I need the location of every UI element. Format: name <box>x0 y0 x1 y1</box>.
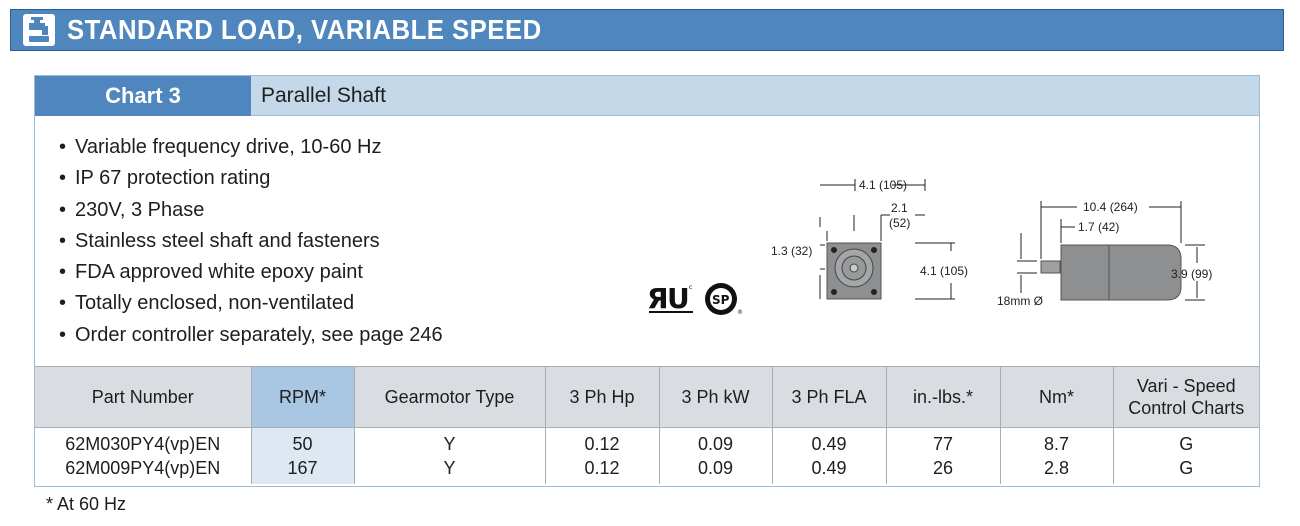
col-hp: 3 Ph Hp <box>545 366 660 428</box>
svg-text:SP: SP <box>712 293 730 307</box>
table-row: 62M030PY4(vp)EN 50 Y 0.12 0.09 0.49 77 8… <box>35 427 1259 456</box>
cell-type: Y <box>354 456 546 484</box>
list-item: •230V, 3 Phase <box>59 198 205 221</box>
dim-width-label: 4.1 (105) <box>859 178 907 192</box>
section-title: STANDARD LOAD, VARIABLE SPEED <box>67 14 542 45</box>
col-part-number: Part Number <box>35 366 252 428</box>
col-kw: 3 Ph kW <box>659 366 773 428</box>
feature-list: •Variable frequency drive, 10-60 Hz •IP … <box>59 132 443 351</box>
dim-half-mm-label: (52) <box>889 216 910 230</box>
dim-height-label: 4.1 (105) <box>920 264 968 278</box>
cell-rpm: 50 <box>251 427 355 456</box>
cell-part: 62M009PY4(vp)EN <box>35 456 252 484</box>
chart-subtitle: Parallel Shaft <box>251 76 1259 116</box>
cell-fla: 0.49 <box>772 456 887 484</box>
svg-text:U: U <box>667 282 690 315</box>
csa-icon: SP ® <box>705 283 743 316</box>
dim-offset-label: 1.3 (32) <box>771 244 812 258</box>
spec-table: Part Number RPM* Gearmotor Type 3 Ph Hp … <box>35 366 1259 484</box>
cell-nm: 2.8 <box>1000 456 1114 484</box>
cell-chart: G <box>1179 434 1194 454</box>
cell-hp: 0.12 <box>545 427 660 456</box>
dimension-drawing: 4.1 (105) 2.1 (52) 1.3 (32) 4.1 (105) <box>771 178 1212 308</box>
section-banner: STANDARD LOAD, VARIABLE SPEED <box>10 9 1284 51</box>
list-item: •Stainless steel shaft and fasteners <box>59 229 380 252</box>
svg-text:®: ® <box>737 309 743 316</box>
faucet-icon <box>23 14 55 46</box>
col-inlbs: in.-lbs.* <box>886 366 1001 428</box>
svg-text:c: c <box>689 284 692 291</box>
cell-hp: 0.12 <box>545 456 660 484</box>
list-item: •Variable frequency drive, 10-60 Hz <box>59 136 382 158</box>
table-row: 62M009PY4(vp)EN 167 Y 0.12 0.09 0.49 26 … <box>35 456 1259 484</box>
cell-rpm: 167 <box>251 456 355 484</box>
col-gearmotor-type: Gearmotor Type <box>354 366 546 428</box>
col-rpm: RPM* <box>251 366 355 428</box>
cell-nm: 8.7 <box>1000 427 1114 456</box>
col-fla: 3 Ph FLA <box>772 366 887 428</box>
chart-header: Chart 3 Parallel Shaft <box>35 76 1259 116</box>
chart-panel: Chart 3 Parallel Shaft •Variable frequen… <box>34 75 1260 487</box>
list-item: •Order controller separately, see page 2… <box>59 323 443 346</box>
list-item: •IP 67 protection rating <box>59 167 271 190</box>
cell-fla: 0.49 <box>772 427 887 456</box>
dim-half-label: 2.1 <box>891 201 908 215</box>
cell-part: 62M030PY4(vp)EN <box>35 427 252 456</box>
table-header-row: Part Number RPM* Gearmotor Type 3 Ph Hp … <box>35 366 1259 428</box>
dim-shaft-diameter-label: 18mm Ø <box>997 294 1043 308</box>
ul-recognized-icon: Я U c <box>647 282 693 315</box>
svg-text:Я: Я <box>647 282 669 315</box>
cell-inlbs: 26 <box>886 456 1001 484</box>
footnote: * At 60 Hz <box>46 494 127 514</box>
col-nm: Nm* <box>1000 366 1114 428</box>
chart-label: Chart 3 <box>35 76 251 116</box>
dim-shaft-length-label: 1.7 (42) <box>1078 220 1119 234</box>
dim-diameter-label: 3.9 (99) <box>1171 267 1212 281</box>
cell-kw: 0.09 <box>659 456 773 484</box>
cell-kw: 0.09 <box>659 427 773 456</box>
list-item: •Totally enclosed, non-ventilated <box>59 292 355 315</box>
cell-inlbs: 77 <box>886 427 1001 456</box>
list-item: •FDA approved white epoxy paint <box>59 261 363 284</box>
dim-length-label: 10.4 (264) <box>1083 200 1138 214</box>
cell-chart: G <box>1179 458 1194 478</box>
cell-type: Y <box>354 427 546 456</box>
